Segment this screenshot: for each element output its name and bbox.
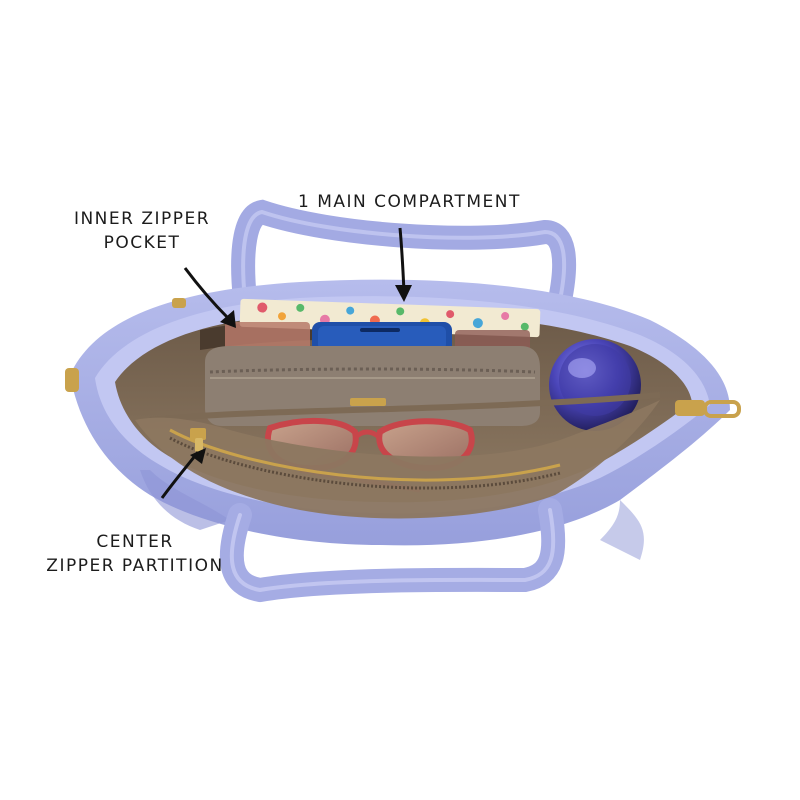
- main-zipper-pull: [675, 400, 741, 418]
- label-inner-zipper-pocket: INNER ZIPPER POCKET: [73, 209, 211, 253]
- label-main-compartment: 1 MAIN COMPARTMENT: [298, 192, 521, 212]
- center-zipper-pull: [190, 428, 206, 452]
- arrow-main-compartment: [395, 227, 412, 302]
- arrow-center-zipper-partition: [160, 448, 206, 499]
- center-zipper-partition: [135, 400, 660, 519]
- label-center-zipper-partition: CENTER ZIPPER PARTITION: [46, 532, 224, 576]
- arrow-inner-zipper-pocket: [183, 267, 236, 328]
